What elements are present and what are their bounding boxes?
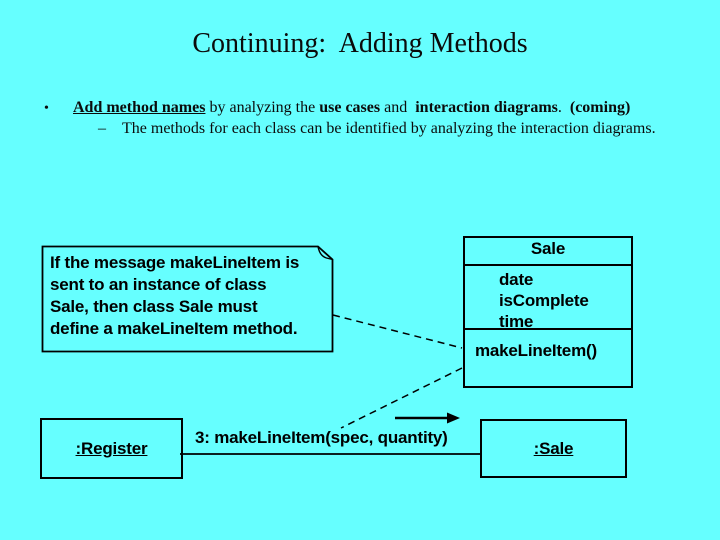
note-line: If the message makeLineItem is [50, 253, 300, 272]
class-attributes: date isComplete time [465, 266, 631, 331]
bullet-line-1: • Add method names by analyzing the use c… [28, 81, 630, 135]
class-attribute: date [499, 270, 534, 289]
class-attribute: isComplete [499, 291, 589, 310]
message-arrow-head [447, 412, 460, 424]
method-anchor-dashed-line [340, 367, 463, 429]
class-methods: makeLineItem() [465, 330, 631, 361]
sequence-object-register: :Register [40, 418, 183, 479]
note-line: Sale, then class Sale must [50, 297, 258, 316]
bullet-run-use-cases: use cases [319, 99, 381, 116]
sequence-message-label: 3: makeLineItem(spec, quantity) [195, 428, 448, 447]
sequence-object-sale: :Sale [480, 419, 627, 478]
note-line: define a makeLineItem method. [50, 319, 298, 338]
class-name: Sale [465, 238, 631, 266]
object-label: :Register [75, 438, 148, 458]
class-method: makeLineItem() [475, 341, 597, 360]
bullet-run-text: by analyzing the [205, 99, 320, 116]
uml-note: If the message makeLineItem is sent to a… [50, 252, 330, 340]
object-label: :Sale [533, 438, 574, 458]
bullet-run-text: and [380, 99, 416, 116]
bullet-run-interaction-diagrams: interaction diagrams [415, 99, 558, 116]
bullet-run-text: . [557, 99, 570, 116]
bullet-line-2: –The methods for each class can be ident… [82, 102, 656, 156]
sub-bullet-marker: – [98, 120, 106, 137]
bullet-marker: • [44, 101, 49, 116]
uml-class-box-sale: Sale date isComplete time makeLineItem() [463, 236, 633, 388]
note-anchor-dashed-line [332, 314, 463, 349]
bullet-run-coming: (coming) [569, 99, 631, 116]
sub-bullet-text: The methods for each class can be identi… [122, 120, 656, 137]
class-attribute: time [499, 312, 534, 331]
bullet-run-add-method-names: Add method names [73, 99, 206, 116]
slide-title: Continuing: Adding Methods [192, 28, 528, 59]
note-line: sent to an instance of class [50, 275, 267, 294]
